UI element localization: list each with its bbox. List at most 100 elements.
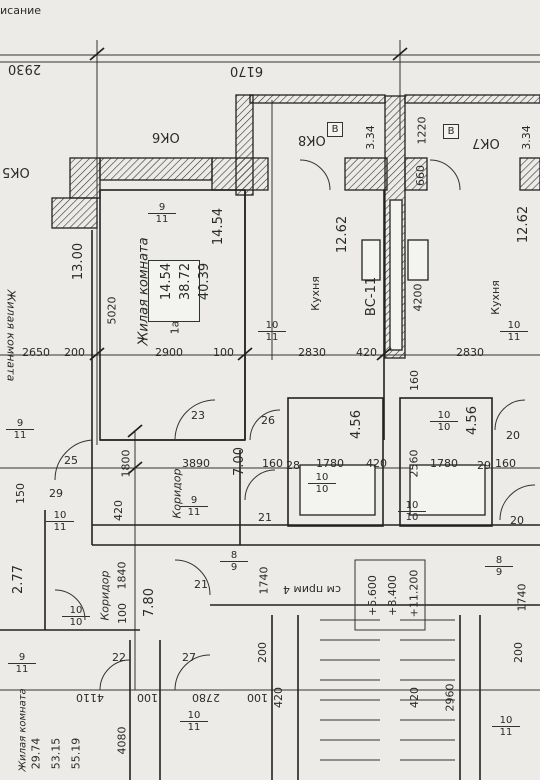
dim-420-b1: 420 [272, 687, 285, 708]
room-corridor-2: Коридор [98, 570, 112, 621]
level-1: +5.600 [365, 575, 379, 616]
dim-200-v-a: 200 [256, 642, 269, 663]
dim-4080: 4080 [115, 726, 129, 755]
dim-1220: 1220 [415, 116, 429, 145]
door-25: 25 [64, 454, 78, 467]
door-26: 26 [261, 414, 275, 427]
dim-277: 2.77 [10, 565, 26, 594]
door-27: 27 [182, 651, 196, 664]
dim-100-b2: 100 [247, 691, 268, 704]
room-kitchen-2: Кухня [488, 280, 502, 315]
dim-780: 7.80 [141, 588, 157, 617]
window-ok6: ОК6 [152, 129, 180, 144]
bottom-area-2: 53.15 [49, 737, 63, 770]
living-area-box [148, 260, 200, 322]
door-20-a: 20 [506, 429, 520, 442]
dim-4200: 4200 [411, 283, 425, 312]
dim-160-a: 160 [262, 457, 283, 470]
room-living-bottom: Жилая комната [17, 688, 29, 772]
window-ok8: ОК8 [298, 132, 326, 147]
dim-2830-a: 2830 [298, 346, 326, 359]
door-29: 29 [49, 487, 63, 500]
dim-200: 200 [64, 346, 85, 359]
dim-100-b1: 100 [137, 691, 158, 704]
living-index: 1а [168, 320, 182, 335]
window-ok7: ОК7 [472, 135, 500, 150]
dim-100-v: 100 [116, 603, 129, 624]
door-20-b: 20 [510, 514, 524, 527]
dim-334-a: 3.34 [363, 125, 377, 150]
dim-160: 160 [408, 370, 421, 391]
dim-1740-a: 1740 [257, 566, 271, 595]
living-area-3: 40.39 [197, 262, 213, 301]
door-21-a: 21 [258, 511, 272, 524]
door-22: 22 [112, 651, 126, 664]
mark-vc11: ВС-11 [364, 276, 380, 317]
dim-160-b: 160 [495, 457, 516, 470]
door-28: 28 [286, 459, 300, 472]
dim-4110: 4110 [76, 691, 104, 704]
window-ok5: ОК5 [2, 164, 30, 179]
dim-420-a: 420 [366, 457, 387, 470]
dim-5020: 5020 [105, 296, 119, 325]
dim-100: 100 [213, 346, 234, 359]
mark-b-left: В [327, 122, 343, 137]
dim-150: 150 [14, 483, 27, 504]
dim-200-v-b: 200 [512, 642, 525, 663]
dim-1740-b: 1740 [515, 583, 529, 612]
dim-420-v: 420 [112, 500, 125, 521]
header-caption: исание [0, 4, 42, 17]
level-3: +11.200 [407, 569, 421, 618]
dim-3890: 3890 [182, 457, 210, 470]
door-23: 23 [191, 409, 205, 422]
dim-top-main: 6170 [230, 63, 264, 78]
area-kitchen-1: 12.62 [335, 215, 351, 254]
dim-2560: 2560 [407, 449, 421, 478]
area-bath-2: 4.56 [464, 406, 480, 435]
dim-334-b: 3.34 [519, 125, 533, 150]
dim-2830-b: 2830 [456, 346, 484, 359]
area-bath-1: 4.56 [348, 410, 364, 439]
dim-1840: 1840 [115, 561, 129, 590]
dim-1454: 14.54 [211, 207, 227, 246]
dim-420-b2: 420 [408, 687, 421, 708]
mark-b-right: В [443, 124, 459, 139]
dim-2960: 2960 [443, 683, 457, 712]
dim-2900: 2900 [155, 346, 183, 359]
dim-top-left: 2930 [8, 61, 42, 76]
dim-420: 420 [356, 346, 377, 359]
dim-2780: 2780 [192, 691, 220, 704]
dim-2650: 2650 [22, 346, 50, 359]
ceiling-note: см прим 4 [283, 583, 341, 596]
living-area-2: 38.72 [178, 262, 194, 301]
dim-1800: 1800 [119, 449, 133, 478]
level-2: +8.400 [385, 575, 399, 616]
room-kitchen-1: Кухня [308, 276, 322, 311]
dim-1300: 13.00 [71, 242, 87, 281]
living-area-1: 14.54 [159, 262, 175, 301]
dim-660: 660 [414, 165, 427, 186]
room-living-left: Жилая комната [4, 289, 18, 382]
door-29-b: 29 [477, 459, 491, 472]
dim-1780-a: 1780 [316, 457, 344, 470]
bottom-area-1: 29.74 [29, 737, 43, 770]
door-21-b: 21 [194, 578, 208, 591]
dim-1780-b: 1780 [430, 457, 458, 470]
